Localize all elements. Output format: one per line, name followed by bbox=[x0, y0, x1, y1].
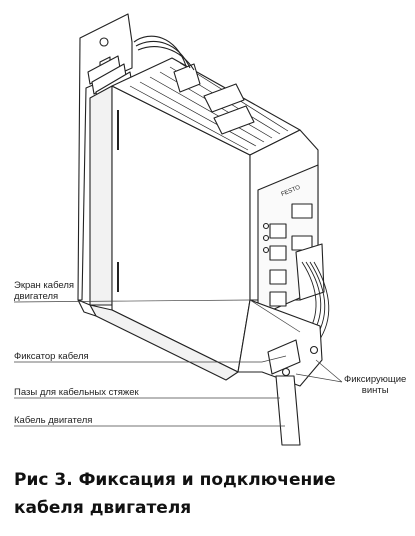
label-motor-cable: Кабель двигателя bbox=[14, 415, 93, 426]
caption-line-1: Рис 3. Фиксация и подключение bbox=[14, 470, 336, 490]
figure-caption: Рис 3. Фиксация и подключение кабеля дви… bbox=[14, 466, 409, 522]
label-fixing-screws: Фиксирующие винты bbox=[344, 374, 406, 396]
leader-screen bbox=[13, 299, 301, 333]
label-cable-tie-slots: Пазы для кабельных стяжек bbox=[14, 387, 139, 398]
leader-clamp bbox=[14, 355, 287, 363]
label-line: винты bbox=[361, 385, 389, 396]
label-cable-clamp: Фиксатор кабеля bbox=[14, 351, 89, 362]
caption-line-2: кабеля двигателя bbox=[14, 498, 192, 518]
ethernet-ports bbox=[269, 203, 313, 307]
label-line: двигателя bbox=[14, 291, 59, 302]
label-motor-cable-screen: Экран кабеля двигателя bbox=[14, 280, 74, 302]
leader-screws bbox=[295, 359, 343, 383]
status-leds bbox=[262, 222, 270, 254]
label-line: Экран кабеля bbox=[14, 280, 75, 291]
motor-connector-plug bbox=[295, 243, 325, 301]
device-drawing: FESTO bbox=[13, 13, 343, 446]
housing-left-face bbox=[89, 85, 113, 306]
motor-cable bbox=[275, 375, 301, 446]
top-wires bbox=[133, 35, 187, 67]
shield-bracket bbox=[237, 299, 323, 387]
cable-clamp bbox=[267, 339, 301, 375]
top-connector bbox=[173, 63, 201, 93]
label-line: Фиксирующие bbox=[344, 374, 407, 385]
